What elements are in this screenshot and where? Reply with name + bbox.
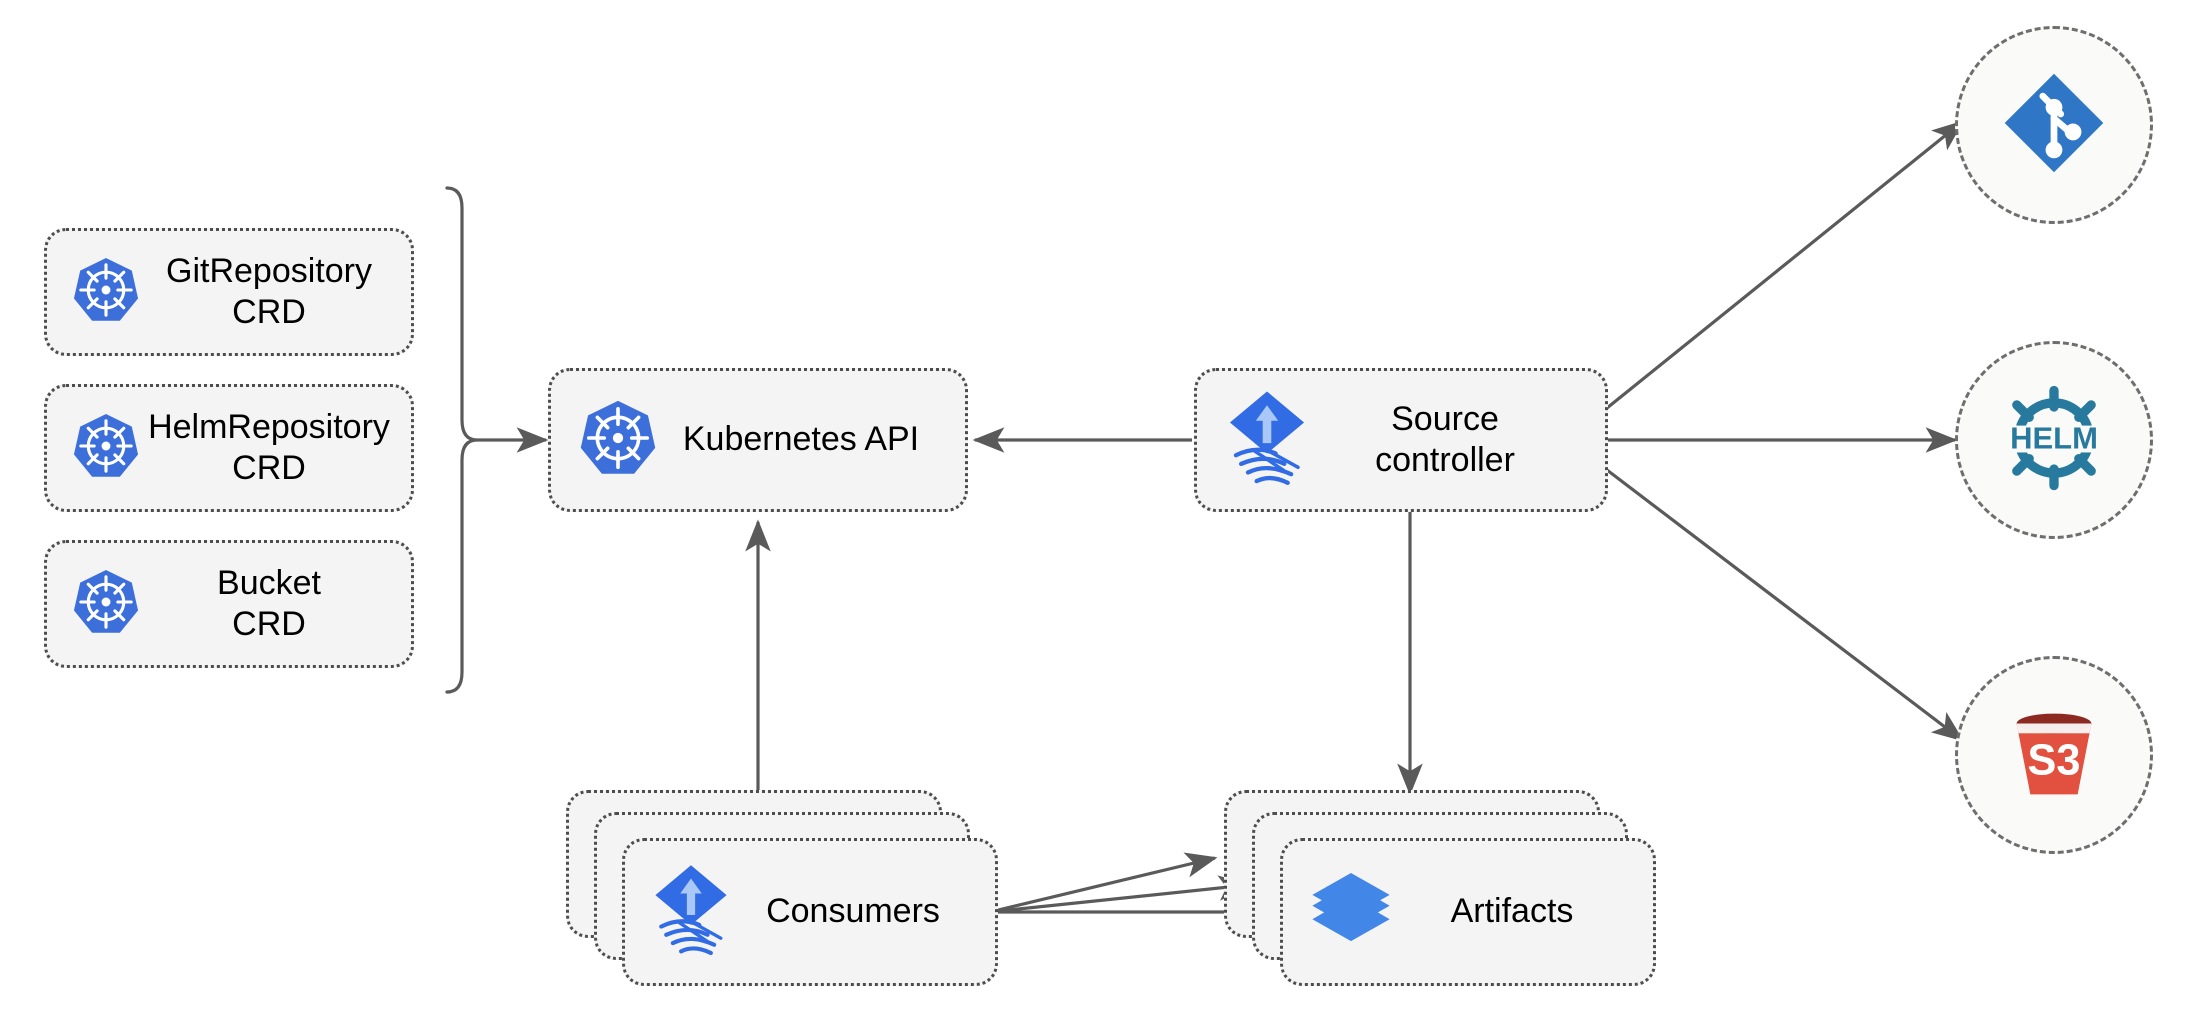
card-bucket-crd[interactable]: Bucket CRD — [44, 540, 414, 668]
flux-icon — [649, 862, 733, 963]
kubernetes-icon — [69, 253, 143, 332]
kubernetes-icon — [69, 565, 143, 644]
node-label: Kubernetes API — [682, 420, 920, 459]
edge-consumers-to-artifacts-2 — [989, 875, 1251, 914]
kubernetes-icon — [69, 409, 143, 488]
git-icon — [1998, 67, 2110, 184]
node-label: Artifacts — [1450, 892, 1574, 931]
edge-source-to-s3 — [1606, 468, 1965, 742]
card-label: HelmRepository CRD — [148, 407, 390, 487]
card-gitrepository-crd[interactable]: GitRepository CRD — [44, 228, 414, 356]
flux-icon — [1223, 388, 1311, 493]
node-kubernetes-api[interactable]: Kubernetes API — [548, 368, 968, 512]
crd-group-brace — [445, 186, 478, 694]
helm-label: HELM — [2010, 420, 2098, 455]
node-label: Consumers — [766, 892, 940, 931]
edge-consumers-to-artifacts-1 — [989, 852, 1218, 914]
node-consumers[interactable]: Consumers — [622, 838, 998, 986]
node-artifacts[interactable]: Artifacts — [1280, 838, 1656, 986]
node-source-controller[interactable]: Source controller — [1194, 368, 1608, 512]
node-label: Source controller — [1375, 399, 1515, 479]
helm-icon: HELM — [1992, 376, 2116, 505]
endpoint-s3[interactable]: S3 — [1955, 656, 2153, 854]
card-label: Bucket CRD — [217, 563, 321, 643]
kubernetes-icon — [575, 395, 661, 486]
edge-source-to-git — [1605, 120, 1964, 410]
s3-label: S3 — [2028, 736, 2081, 784]
s3-bucket-icon: S3 — [1995, 694, 2113, 817]
endpoint-git[interactable] — [1955, 26, 2153, 224]
card-label: GitRepository CRD — [166, 251, 372, 331]
endpoint-helm[interactable]: HELM — [1955, 341, 2153, 539]
layers-icon — [1309, 868, 1393, 957]
card-helmrepository-crd[interactable]: HelmRepository CRD — [44, 384, 414, 512]
